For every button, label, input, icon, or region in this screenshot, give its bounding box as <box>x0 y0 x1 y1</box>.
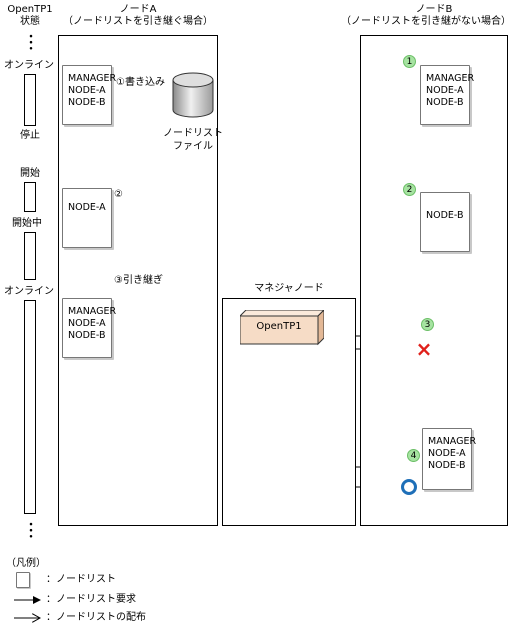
legend-doc-icon <box>16 572 30 588</box>
legend-doc-label: ：ノードリスト <box>46 574 116 585</box>
node-b-subtitle: （ノードリストを引き継がない場合） <box>341 16 511 27</box>
state-starting: 開始中 <box>12 218 42 229</box>
node-a-subtitle: （ノードリストを引き継ぐ場合） <box>63 16 213 27</box>
opentp1-process-label: OpenTP1 <box>256 321 302 332</box>
ok-mark-icon: ○ <box>401 479 417 495</box>
state-online-1: オンライン <box>4 60 54 71</box>
fail-mark-icon: × <box>415 337 433 361</box>
node-a-doc-1: MANAGER NODE-A NODE-B <box>62 65 116 125</box>
step-3-label: ③引き継ぎ <box>114 275 163 286</box>
node-a-title: ノードA <box>119 4 157 15</box>
node-b-doc-1-text: MANAGER NODE-A NODE-B <box>426 73 475 108</box>
state-start: 開始 <box>20 168 40 179</box>
file-label-line2: ファイル <box>173 141 213 152</box>
node-list-file-icon <box>172 72 214 118</box>
node-a-doc-2: NODE-A <box>62 188 112 248</box>
manager-node-title: マネジャノード <box>254 283 324 294</box>
opentp1-process-block <box>240 310 324 346</box>
node-b-doc-4-text: MANAGER NODE-A NODE-B <box>428 436 477 471</box>
node-b-title: ノードB <box>415 4 453 15</box>
legend-distribute-label: ：ノードリストの配布 <box>46 612 146 623</box>
file-label-line1: ノードリスト <box>163 128 223 139</box>
legend-request-label: ：ノードリスト要求 <box>46 594 136 605</box>
node-b-doc-4: MANAGER NODE-A NODE-B <box>422 428 476 490</box>
node-b-doc-1: MANAGER NODE-A NODE-B <box>420 65 474 125</box>
axis-title-line2: 状態 <box>20 16 40 27</box>
state-bar-online-1 <box>24 74 36 126</box>
node-a-doc-2-text: NODE-A <box>68 202 106 213</box>
badge-4: 4 <box>407 449 420 462</box>
badge-2: 2 <box>403 183 416 196</box>
node-a-doc-3: MANAGER NODE-A NODE-B <box>62 298 116 358</box>
state-bar-online-2 <box>24 300 36 514</box>
axis-title-line1: OpenTP1 <box>7 4 53 15</box>
legend-title: （凡例） <box>6 558 46 569</box>
state-bar-starting-a <box>24 182 36 212</box>
state-online-2: オンライン <box>4 286 54 297</box>
node-a-doc-1-text: MANAGER NODE-A NODE-B <box>68 73 117 108</box>
badge-1: 1 <box>403 55 416 68</box>
node-b-doc-2-text: NODE-B <box>426 210 464 221</box>
step-2-label: ② <box>114 189 123 200</box>
state-bar-starting-b <box>24 232 36 280</box>
step-1-label: ①書き込み <box>116 77 165 88</box>
badge-3: 3 <box>421 318 434 331</box>
state-stop: 停止 <box>20 130 40 141</box>
node-b-doc-2: NODE-B <box>420 192 470 252</box>
node-a-doc-3-text: MANAGER NODE-A NODE-B <box>68 306 117 341</box>
